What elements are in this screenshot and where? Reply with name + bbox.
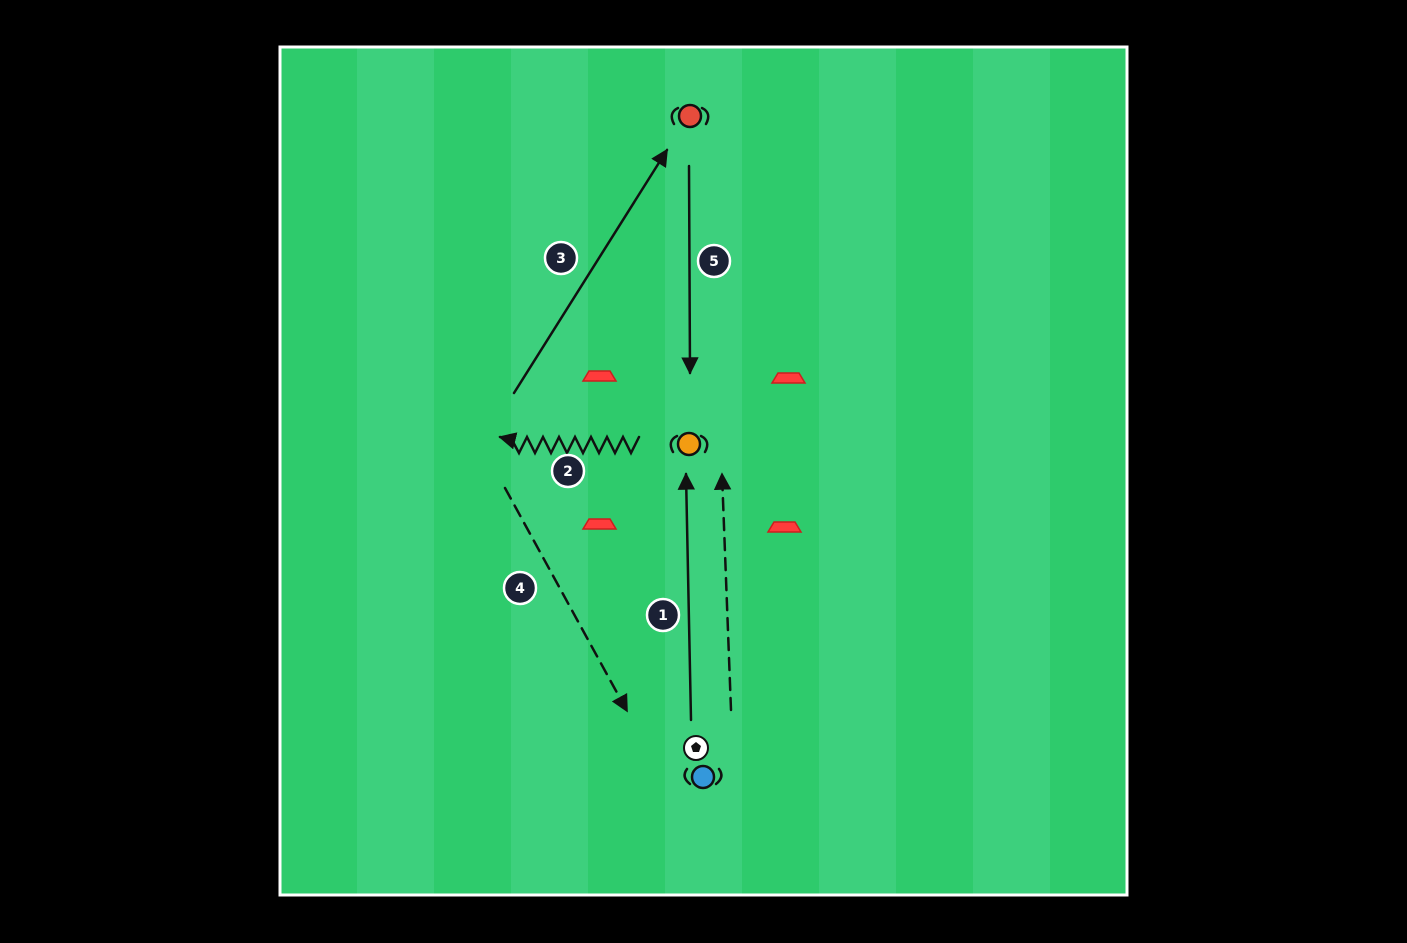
- step-badges: 1 2 3 4 5: [502, 240, 732, 633]
- cones: [581, 370, 807, 533]
- step-2-dribble-line: [498, 432, 641, 456]
- step-5-pass-line: [681, 164, 699, 375]
- pitch-stripe: [742, 47, 820, 895]
- cone-icon: [581, 518, 618, 530]
- cone-icon: [581, 370, 618, 382]
- step-badge-5: 5: [696, 243, 732, 279]
- step-badge-label: 3: [556, 251, 566, 267]
- pitch-stripes: [280, 47, 1128, 895]
- player-icon: [670, 103, 710, 129]
- step-badge-4: 4: [502, 570, 538, 606]
- pitch-stripe: [357, 47, 435, 895]
- step-badge-3: 3: [543, 240, 579, 276]
- ball-icon: [683, 735, 709, 761]
- pitch-stripe: [434, 47, 512, 895]
- step-badge-label: 1: [658, 608, 668, 624]
- step-1-pass-line: [677, 472, 696, 722]
- players: [669, 103, 723, 790]
- player-icon: [669, 431, 709, 457]
- pitch-stripe: [588, 47, 666, 895]
- step-badge-label: 5: [709, 254, 719, 270]
- pitch-stripe: [973, 47, 1051, 895]
- pitch-stripe: [819, 47, 897, 895]
- pitch-stripe: [896, 47, 974, 895]
- pitch-stripe: [280, 47, 358, 895]
- step-3-pass-line: [512, 148, 669, 395]
- movement-lines: [498, 148, 733, 722]
- player-icon: [683, 764, 723, 790]
- step-badge-1: 1: [645, 597, 681, 633]
- step-badge-2: 2: [550, 453, 586, 489]
- step-badge-label: 4: [515, 581, 525, 597]
- pitch-stripe: [1050, 47, 1128, 895]
- pitch-border: [278, 45, 1129, 897]
- step-4-run-line: [503, 486, 629, 713]
- support-run-line: [713, 472, 733, 712]
- cone-icon: [770, 372, 807, 384]
- pitch: [278, 45, 1129, 897]
- cone-icon: [766, 521, 803, 533]
- step-badge-label: 2: [563, 464, 573, 480]
